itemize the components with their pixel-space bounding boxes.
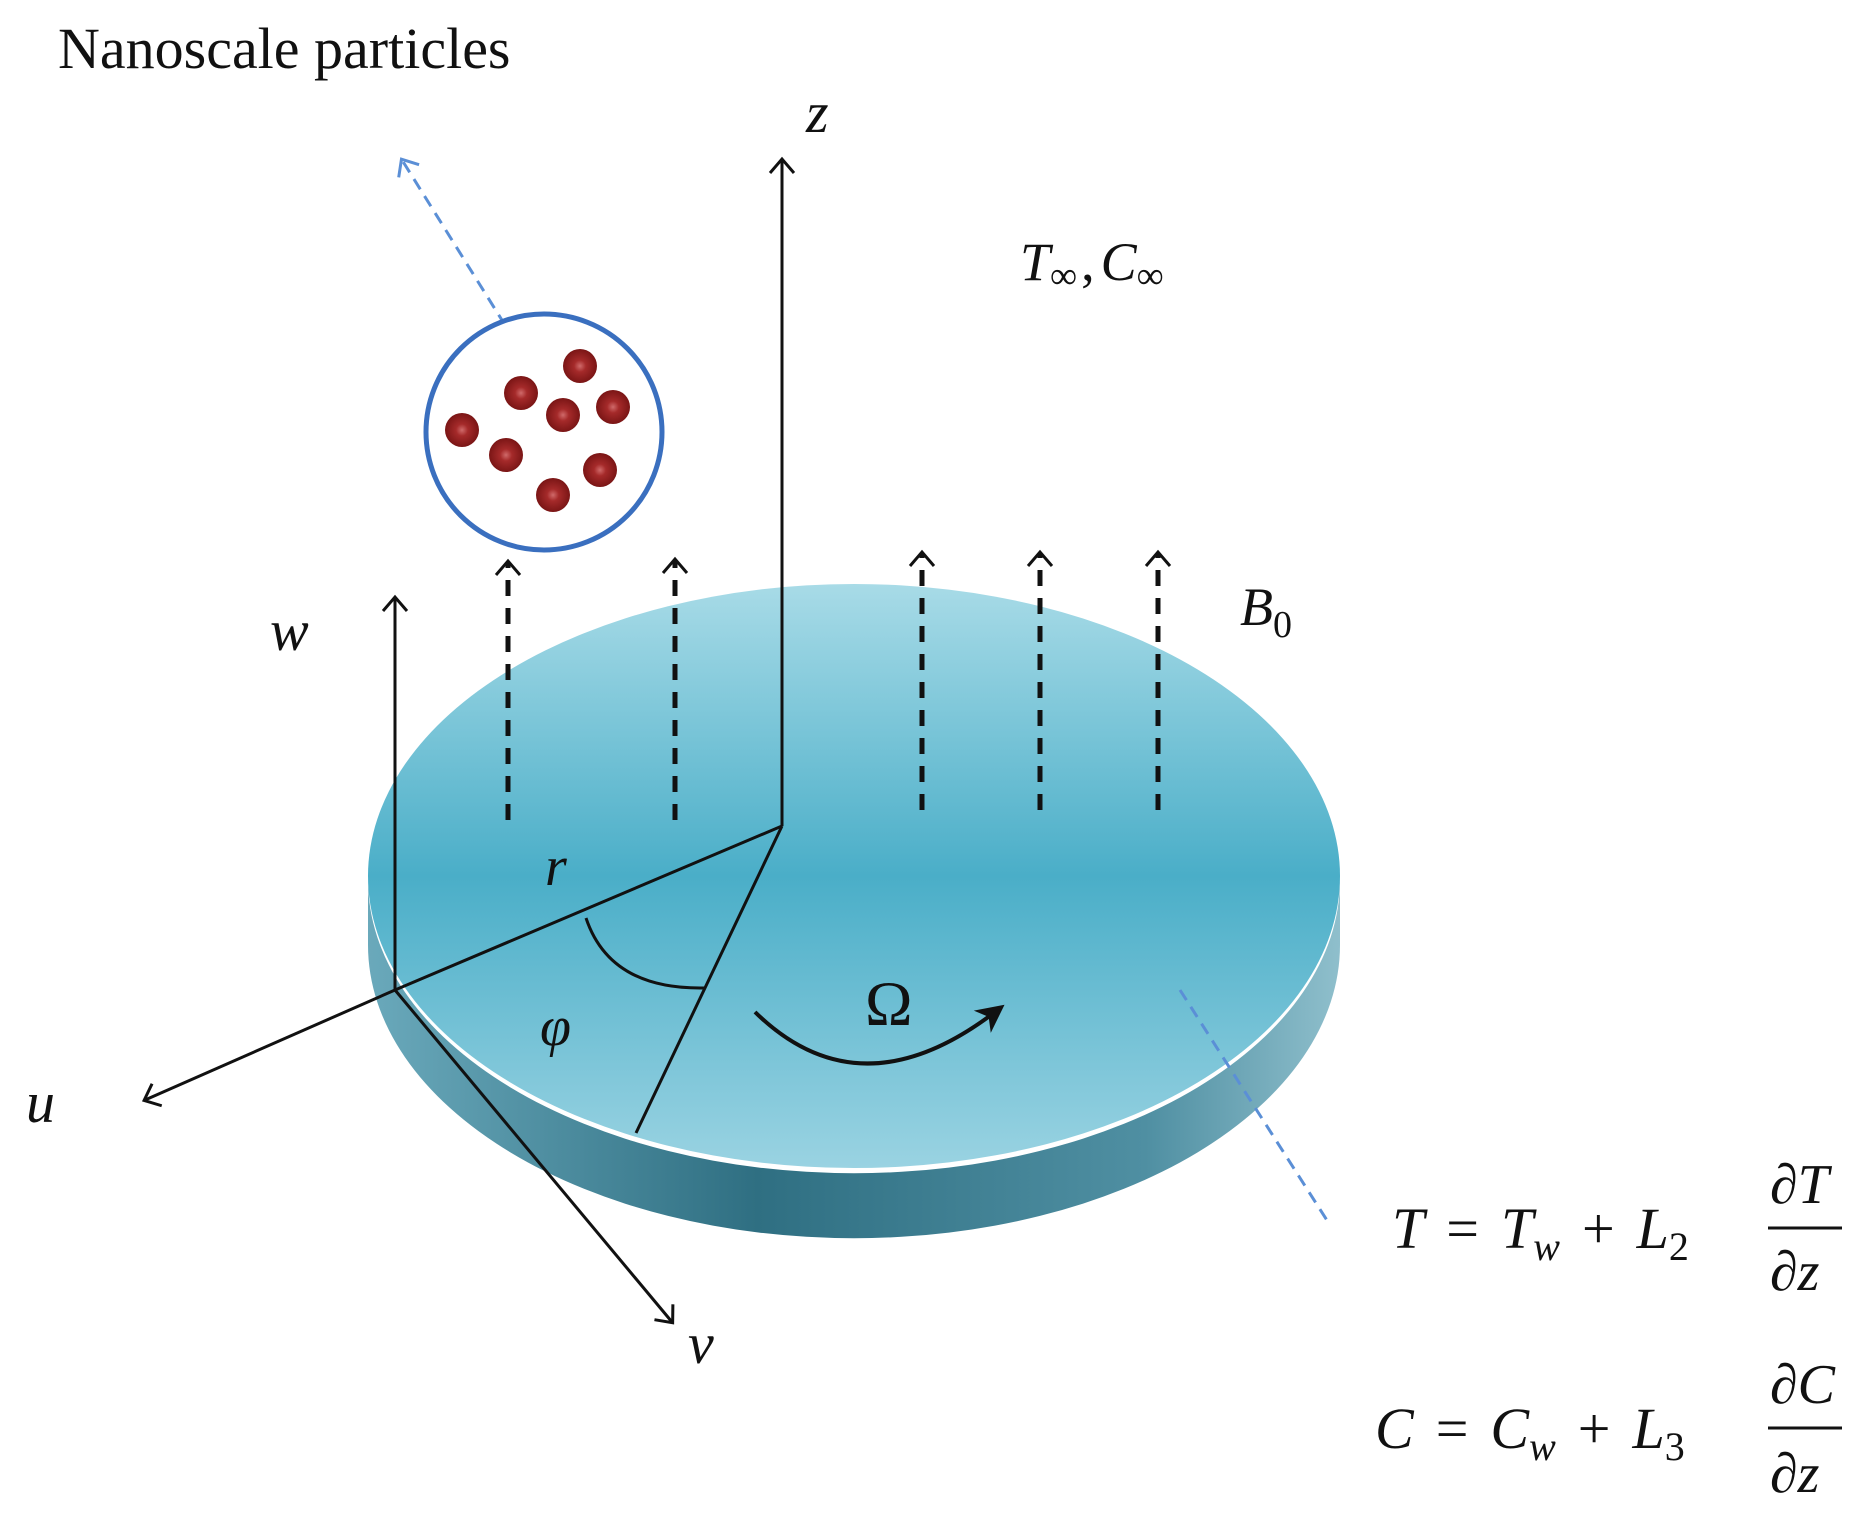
temp-base: T xyxy=(1501,1196,1537,1261)
conc-coef: L xyxy=(1632,1396,1665,1461)
svg-text:C=Cw+L3: C = Cw + L3 xyxy=(1375,1396,1685,1469)
nanoparticle xyxy=(546,398,580,432)
dashed-axis-line-upper xyxy=(397,157,507,326)
field-B: B xyxy=(1240,577,1273,637)
nanoparticle xyxy=(504,376,538,410)
ambient-C-inf: ∞ xyxy=(1137,255,1164,297)
field-sub: 0 xyxy=(1273,604,1292,646)
conc-denominator: ∂z xyxy=(1770,1443,1820,1505)
concentration-boundary-condition: C = Cw + L3 ∂C ∂z xyxy=(1375,1354,1842,1505)
nanoparticle xyxy=(596,390,630,424)
rotation-arrow xyxy=(753,1004,1005,1066)
temp-plus: + xyxy=(1582,1196,1615,1261)
ambient-conditions: T∞,C∞ xyxy=(1020,232,1164,297)
nanoparticle xyxy=(563,349,597,383)
conc-eq: = xyxy=(1436,1396,1469,1461)
phi-angle-arc xyxy=(584,917,706,990)
magnetic-field-arrows xyxy=(494,549,1172,820)
dashed-axis-line-lower xyxy=(1178,989,1332,1226)
temp-coef: L xyxy=(1636,1196,1669,1261)
conc-lhs: C xyxy=(1375,1396,1415,1461)
nanoparticle xyxy=(583,453,617,487)
ambient-C: C xyxy=(1101,232,1138,292)
conc-numerator: ∂C xyxy=(1770,1354,1836,1416)
v-axis xyxy=(393,989,675,1325)
ambient-sep: , xyxy=(1081,232,1095,292)
nanoparticle xyxy=(536,478,570,512)
nanoparticle-circle xyxy=(423,311,665,553)
w-axis-label: w xyxy=(270,598,309,663)
magnetic-field-label: B0 xyxy=(1240,577,1292,646)
title-nanoscale-particles: Nanoscale particles xyxy=(58,16,511,81)
temp-eq: = xyxy=(1446,1196,1479,1261)
phi-label: φ xyxy=(540,996,571,1058)
r-label: r xyxy=(545,836,567,898)
nanoparticle-cluster xyxy=(445,349,630,512)
svg-text:T=Tw+L2: T = Tw + L2 xyxy=(1392,1196,1689,1269)
conc-coef-sub: 3 xyxy=(1665,1424,1685,1469)
v-axis-label: v xyxy=(688,1311,714,1376)
nanoparticle xyxy=(445,413,479,447)
temp-numerator: ∂T xyxy=(1770,1154,1833,1216)
temp-coef-sub: 2 xyxy=(1669,1224,1689,1269)
disk-top xyxy=(368,584,1340,1168)
svg-text:T∞,C∞: T∞,C∞ xyxy=(1020,232,1164,297)
z-axis-label: z xyxy=(805,80,829,145)
temp-lhs: T xyxy=(1392,1196,1428,1261)
temp-base-sub: w xyxy=(1533,1224,1560,1269)
temperature-boundary-condition: T = Tw + L2 ∂T ∂z xyxy=(1392,1154,1842,1303)
radius-line-2 xyxy=(634,825,784,1134)
nanoparticle xyxy=(489,438,523,472)
conc-base-sub: w xyxy=(1529,1424,1556,1469)
ambient-T: T xyxy=(1020,232,1054,292)
conc-plus: + xyxy=(1578,1396,1611,1461)
u-axis-label: u xyxy=(26,1070,55,1135)
conc-base: C xyxy=(1490,1396,1530,1461)
ambient-T-inf: ∞ xyxy=(1050,255,1077,297)
temp-denominator: ∂z xyxy=(1770,1241,1820,1303)
u-axis xyxy=(141,988,396,1108)
radius-line xyxy=(394,824,783,992)
omega-label: Ω xyxy=(865,968,913,1039)
disk-side xyxy=(368,880,1340,1239)
